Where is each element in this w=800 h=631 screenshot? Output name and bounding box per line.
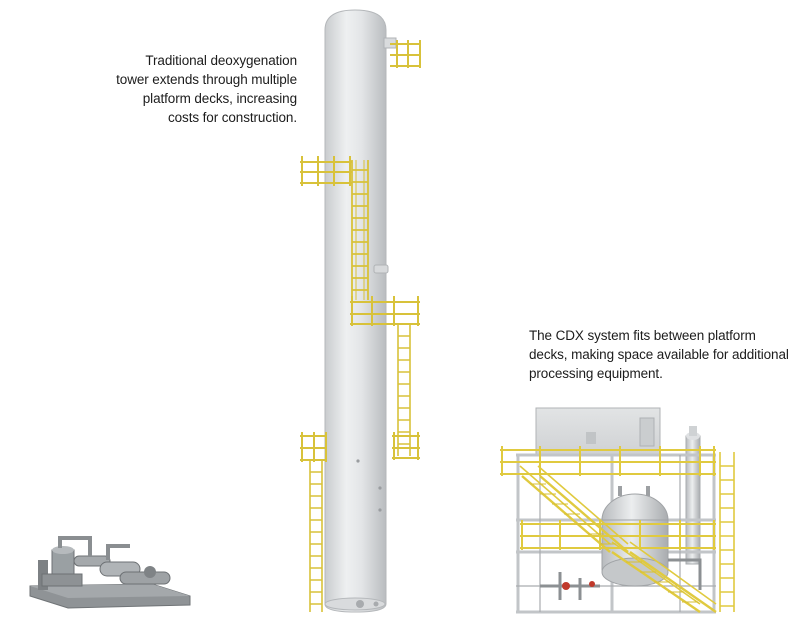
cdx-top-railing [500, 446, 716, 476]
tower-middle-platform [350, 296, 420, 326]
tower-caption-line: platform decks, increasing [142, 91, 297, 106]
cdx-caption-line: The CDX system fits between platform [529, 328, 756, 343]
cdx-caption-line: processing equipment. [529, 366, 663, 381]
tower-top-platform [390, 40, 421, 68]
cdx-caption-line: decks, making space available for additi… [529, 347, 789, 362]
tower-upper-platform [300, 156, 352, 186]
tower-lower-ladder [309, 460, 323, 612]
tower-right-ladder [397, 324, 411, 456]
tower-lower-platform [300, 432, 327, 462]
cdx-caption: The CDX system fits between platform dec… [529, 326, 789, 383]
cdx-side-ladder [719, 452, 735, 612]
tower-caption: Traditional deoxygenation tower extends … [116, 51, 297, 127]
cdx-skid-small [29, 536, 191, 609]
tower-caged-ladder [351, 160, 369, 300]
tower-caption-line: tower extends through multiple [116, 72, 297, 87]
tower-caption-line: Traditional deoxygenation [145, 53, 297, 68]
deoxygenation-tower [300, 9, 421, 613]
cdx-system-module [500, 407, 735, 614]
tower-caption-line: costs for construction. [167, 110, 297, 125]
